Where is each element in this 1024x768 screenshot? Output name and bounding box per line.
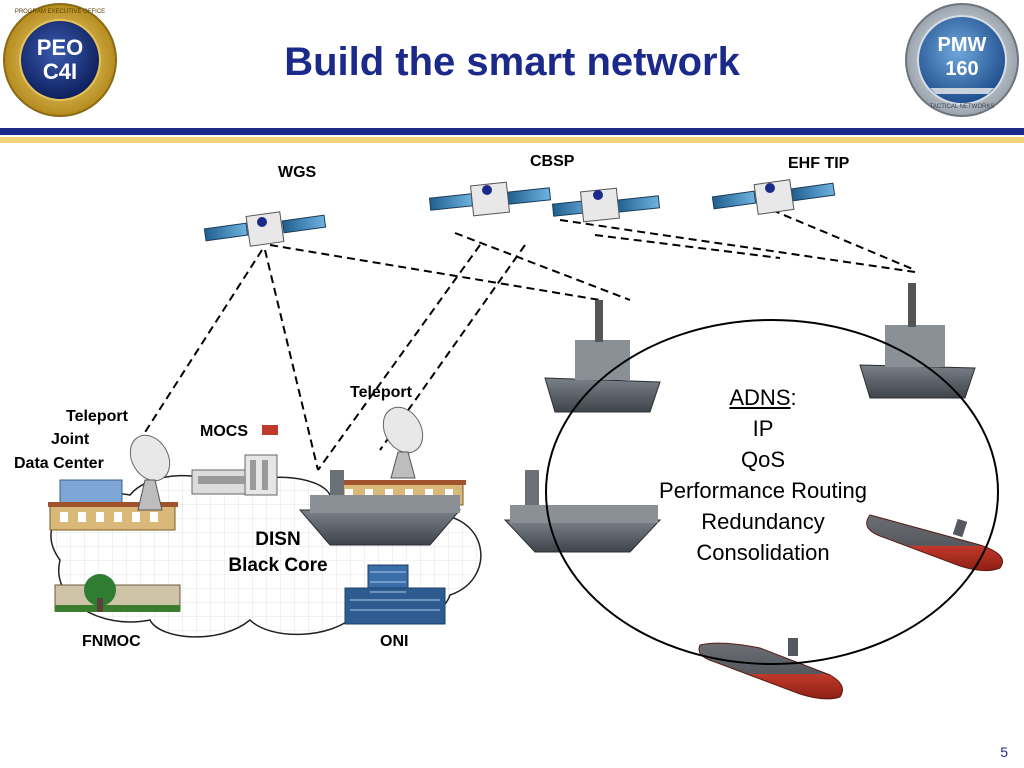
mocs-building-icon (191, 425, 278, 496)
peo-c4i-ring-text: PROGRAM EXECUTIVE OFFICE (14, 9, 106, 15)
pmw-160-ring-text: TACTICAL NETWORKS (929, 104, 995, 110)
label-oni: ONI (380, 633, 409, 650)
aircraft-carrier-disn-icon (298, 470, 462, 546)
satellite-wgs-icon (203, 211, 327, 247)
pmw-160-logo (905, 3, 1019, 117)
label-joint: Joint (51, 431, 90, 448)
label-mocs: MOCS (200, 423, 248, 440)
label-data-center: Data Center (14, 455, 104, 472)
teleport-left-dish-icon (129, 434, 171, 511)
adns-list: ADNS: IP QoS Performance Routing Redunda… (632, 382, 894, 568)
adns-item-consolidation: Consolidation (696, 540, 830, 565)
header-divider-gold (0, 137, 1024, 143)
teleport-right-dish-icon (382, 406, 424, 479)
adns-item-qos: QoS (740, 447, 786, 472)
label-wgs: WGS (278, 164, 317, 181)
oni-building-icon (344, 564, 446, 625)
cruiser-right-icon (859, 283, 976, 399)
slide-title: Build the smart network (284, 40, 740, 84)
label-ehf-tip: EHF TIP (788, 155, 850, 172)
satellite-ehf-tip-icon (711, 179, 836, 215)
joint-data-center-building-icon (48, 479, 178, 531)
adns-ellipse (545, 319, 999, 665)
adns-item-ip: IP (752, 416, 774, 441)
adns-item-performance-routing: Performance Routing (659, 478, 867, 503)
peo-c4i-logo (3, 3, 117, 117)
submarine-bottom-icon (698, 638, 843, 700)
label-cbsp: CBSP (530, 153, 575, 170)
adns-item-redundancy: Redundancy (701, 509, 825, 534)
cruiser-center-icon (544, 300, 661, 413)
label-disn-black-core: DISN Black Core (228, 529, 328, 576)
fnmoc-building-icon (54, 574, 181, 612)
submarine-right-icon (866, 514, 1003, 572)
label-fnmoc: FNMOC (82, 633, 141, 650)
label-teleport-left: Teleport (66, 408, 128, 425)
header-divider-navy (0, 128, 1024, 135)
label-teleport-right: Teleport (350, 384, 412, 401)
peo-c4i-logo-text: PEO C4I (36, 35, 84, 84)
satellite-cbsp-1-icon (428, 181, 552, 217)
adns-title: ADNS: (729, 385, 797, 410)
pmw-160-logo-text: PMW 160 (937, 34, 987, 80)
page-number: 5 (1000, 744, 1008, 760)
satellite-cbsp-2-icon (551, 187, 661, 223)
